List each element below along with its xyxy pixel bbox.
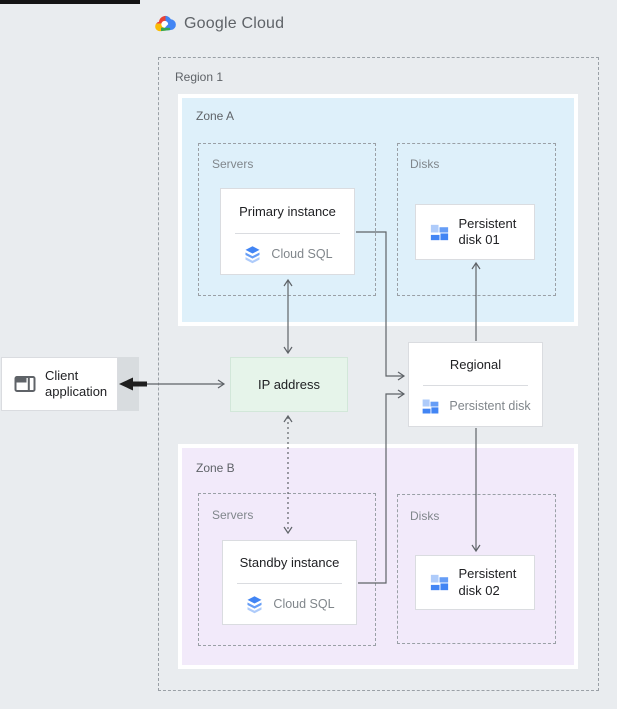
- cloud-sql-icon: [244, 594, 265, 615]
- card-divider: [423, 385, 528, 386]
- client-application-icon: [14, 375, 36, 393]
- standby-instance-title: Standby instance: [239, 554, 340, 570]
- persistent-disk-02-card: Persistent disk 02: [415, 555, 535, 610]
- zone-a-servers-label: Servers: [212, 157, 254, 171]
- persistent-disk-icon: [420, 396, 441, 417]
- card-divider: [235, 233, 340, 234]
- zone-a-disks-label: Disks: [410, 157, 440, 171]
- regional-card-title: Regional: [449, 356, 502, 372]
- zone-b-disks-label: Disks: [410, 509, 440, 523]
- zone-a-servers-group: [198, 143, 376, 296]
- standby-product-label: Cloud SQL: [273, 597, 335, 611]
- standby-instance-card: Standby instance Cloud SQL: [222, 540, 357, 625]
- regional-persistent-disk-card: Regional Persistent disk: [408, 342, 543, 427]
- card-divider: [237, 583, 342, 584]
- zone-b-servers-label: Servers: [212, 508, 254, 522]
- cloud-sql-icon: [242, 244, 263, 265]
- client-edge-strip: [118, 357, 139, 411]
- zone-a-label: Zone A: [196, 109, 235, 123]
- persistent-disk-icon: [428, 221, 451, 244]
- top-black-bar: [0, 0, 140, 4]
- persistent-disk-02-title: Persistent disk 02: [458, 566, 517, 598]
- google-cloud-logo-text: Google Cloud: [184, 14, 285, 32]
- client-application-label: Client application: [45, 367, 108, 399]
- google-cloud-logo-icon: [154, 14, 177, 33]
- primary-instance-title: Primary instance: [239, 203, 336, 219]
- zone-b-label: Zone B: [196, 461, 235, 475]
- client-application-card: Client application: [1, 357, 118, 411]
- persistent-disk-01-title: Persistent disk 01: [458, 215, 517, 247]
- google-cloud-logo: Google Cloud: [154, 14, 284, 33]
- persistent-disk-01-card: Persistent disk 01: [415, 204, 535, 260]
- primary-product-label: Cloud SQL: [271, 247, 333, 261]
- region-1-boundary: [158, 57, 599, 691]
- ip-address-label: IP address: [258, 377, 320, 392]
- ip-address-card: IP address: [230, 357, 348, 412]
- primary-instance-card: Primary instance Cloud SQL: [220, 188, 355, 275]
- region-1-label: Region 1: [175, 70, 224, 84]
- regional-product-label: Persistent disk: [449, 399, 531, 413]
- persistent-disk-icon: [428, 571, 451, 594]
